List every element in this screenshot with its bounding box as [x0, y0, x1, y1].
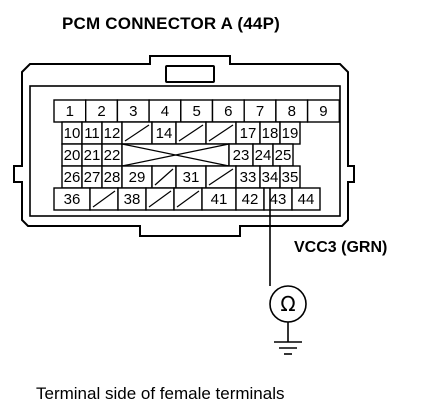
svg-text:29: 29 — [129, 169, 146, 186]
svg-text:31: 31 — [183, 169, 200, 186]
svg-text:17: 17 — [240, 125, 257, 142]
svg-text:14: 14 — [156, 125, 173, 142]
svg-text:28: 28 — [104, 169, 121, 186]
svg-text:6: 6 — [224, 103, 232, 120]
svg-text:22: 22 — [104, 147, 121, 164]
terminal-1: 1 — [53, 99, 87, 123]
terminal-3: 3 — [116, 99, 150, 123]
terminal-17: 17 — [235, 121, 261, 145]
terminal-blank — [121, 121, 153, 145]
svg-text:2: 2 — [97, 103, 105, 120]
terminal-43: 43 — [263, 187, 293, 211]
terminal-21: 21 — [81, 143, 103, 167]
svg-text:26: 26 — [64, 169, 81, 186]
svg-text:3: 3 — [129, 103, 137, 120]
terminal-36: 36 — [53, 187, 91, 211]
svg-text:9: 9 — [319, 103, 327, 120]
svg-text:20: 20 — [64, 147, 81, 164]
terminal-4: 4 — [148, 99, 182, 123]
svg-text:36: 36 — [64, 191, 81, 208]
terminal-26: 26 — [61, 165, 83, 189]
terminal-blank-cross — [121, 143, 230, 167]
svg-text:34: 34 — [262, 169, 279, 186]
terminal-42: 42 — [235, 187, 265, 211]
svg-text:18: 18 — [262, 125, 279, 142]
svg-text:12: 12 — [104, 125, 121, 142]
terminal-2: 2 — [84, 99, 119, 123]
terminal-blank — [173, 187, 203, 211]
svg-text:27: 27 — [84, 169, 101, 186]
svg-text:33: 33 — [240, 169, 257, 186]
terminal-10: 10 — [61, 121, 83, 145]
terminal-9: 9 — [306, 99, 341, 123]
terminal-blank — [205, 165, 237, 189]
svg-text:44: 44 — [298, 191, 315, 208]
terminal-28: 28 — [101, 165, 123, 189]
terminal-44: 44 — [291, 187, 321, 211]
terminal-blank — [205, 121, 237, 145]
svg-text:38: 38 — [124, 191, 141, 208]
svg-text:7: 7 — [256, 103, 264, 120]
svg-text:25: 25 — [275, 147, 292, 164]
terminal-blank — [175, 121, 207, 145]
ohmmeter-icon: Ω — [280, 292, 295, 316]
svg-text:35: 35 — [282, 169, 299, 186]
terminal-12: 12 — [101, 121, 123, 145]
terminal-24: 24 — [252, 143, 274, 167]
svg-text:11: 11 — [84, 125, 100, 142]
terminal-29: 29 — [121, 165, 153, 189]
svg-text:19: 19 — [282, 125, 299, 142]
terminal-18: 18 — [259, 121, 281, 145]
terminal-25: 25 — [272, 143, 294, 167]
terminal-8: 8 — [275, 99, 309, 123]
wire-label: VCC3 (GRN) — [294, 239, 387, 256]
svg-text:5: 5 — [192, 103, 200, 120]
terminal-41: 41 — [201, 187, 237, 211]
terminal-11: 11 — [81, 121, 103, 145]
terminal-7: 7 — [243, 99, 277, 123]
svg-text:8: 8 — [288, 103, 296, 120]
test-lead-wire — [269, 188, 307, 342]
terminal-blank — [89, 187, 119, 211]
terminal-27: 27 — [81, 165, 103, 189]
svg-text:21: 21 — [84, 147, 101, 164]
svg-text:1: 1 — [66, 103, 74, 120]
svg-text:4: 4 — [161, 103, 169, 120]
diagram-caption: Terminal side of female terminals — [36, 384, 285, 403]
terminal-38: 38 — [117, 187, 147, 211]
diagram-title: PCM CONNECTOR A (44P) — [62, 14, 280, 33]
svg-text:41: 41 — [211, 191, 228, 208]
connector-housing — [13, 55, 355, 237]
svg-text:23: 23 — [233, 147, 250, 164]
terminal-20: 20 — [61, 143, 83, 167]
terminal-35: 35 — [279, 165, 301, 189]
terminal-14: 14 — [151, 121, 177, 145]
terminal-34: 34 — [259, 165, 281, 189]
terminal-19: 19 — [279, 121, 301, 145]
terminal-22: 22 — [101, 143, 123, 167]
terminal-blank — [151, 165, 177, 189]
svg-text:42: 42 — [242, 191, 259, 208]
terminal-blank — [145, 187, 175, 211]
terminal-33: 33 — [235, 165, 261, 189]
terminal-31: 31 — [175, 165, 207, 189]
terminal-23: 23 — [228, 143, 254, 167]
svg-text:43: 43 — [270, 191, 287, 208]
ground-icon — [274, 341, 302, 355]
terminal-5: 5 — [180, 99, 214, 123]
terminal-6: 6 — [211, 99, 245, 123]
svg-text:24: 24 — [255, 147, 272, 164]
svg-text:10: 10 — [64, 125, 81, 142]
